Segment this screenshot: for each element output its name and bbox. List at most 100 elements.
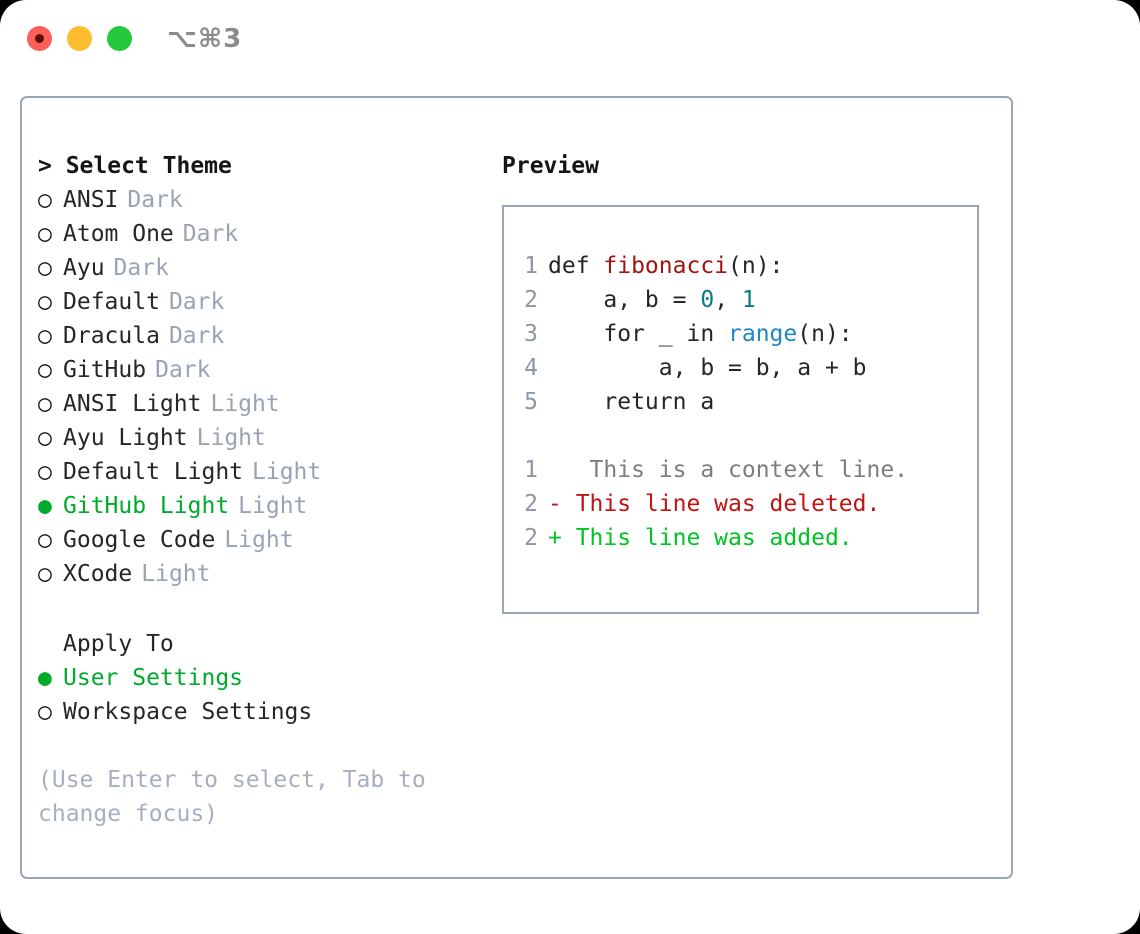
radio-unselected-icon: ○	[38, 391, 52, 417]
diff-line-text: + This line was added.	[548, 525, 853, 551]
apply-to-option-workspace-settings[interactable]: ○ Workspace Settings	[38, 695, 478, 729]
diff-block: 1 This is a context line. 2 - This line wa…	[518, 453, 971, 555]
theme-option-github-light[interactable]: ● GitHub Light Light	[38, 489, 478, 523]
theme-option-label: Atom One	[63, 221, 174, 247]
radio-unselected-icon: ○	[38, 187, 52, 213]
spacer	[38, 729, 478, 763]
traffic-lights	[27, 26, 132, 51]
line-number: 2	[524, 525, 538, 551]
line-number: 2	[524, 287, 538, 313]
radio-unselected-icon: ○	[38, 425, 52, 451]
theme-option-atom-one[interactable]: ○ Atom One Dark	[38, 217, 478, 251]
theme-variant-tag: Dark	[168, 289, 225, 315]
line-number: 5	[524, 389, 538, 415]
code-token: a, b = b, a + b	[548, 355, 867, 381]
spacer	[38, 591, 478, 627]
diff-line-added: 2 + This line was added.	[518, 521, 971, 555]
theme-option-xcode[interactable]: ○ XCode Light	[38, 557, 478, 591]
theme-option-label: Ayu Light	[63, 425, 188, 451]
code-token: a, b =	[548, 287, 701, 313]
apply-to-option-label: Workspace Settings	[63, 699, 313, 725]
theme-variant-tag: Light	[141, 561, 211, 587]
theme-variant-tag: Dark	[113, 255, 169, 281]
theme-option-label: GitHub Light	[63, 493, 230, 519]
theme-option-label: XCode	[63, 561, 133, 587]
keyboard-shortcut-label: ⌥⌘3	[167, 24, 243, 54]
theme-option-label: Google Code	[63, 527, 216, 553]
keyboard-hint-text: (Use Enter to select, Tab to change focu…	[38, 767, 426, 827]
code-token: fibonacci	[603, 253, 729, 279]
line-number: 3	[524, 321, 538, 347]
radio-unselected-icon: ○	[38, 527, 52, 553]
spacer	[518, 419, 971, 453]
theme-variant-tag: Dark	[155, 357, 211, 383]
maximize-window-button[interactable]	[107, 26, 132, 51]
radio-unselected-icon: ○	[38, 323, 52, 349]
close-window-button[interactable]	[27, 26, 52, 51]
line-number: 1	[524, 253, 538, 279]
code-token: 1	[741, 287, 756, 313]
theme-variant-tag: Dark	[127, 187, 183, 213]
theme-option-label: Default	[63, 289, 160, 315]
apply-to-option-list[interactable]: ●User Settings ○ Workspace Settings	[38, 661, 478, 729]
code-token: range	[728, 321, 798, 347]
theme-option-google-code[interactable]: ○ Google Code Light	[38, 523, 478, 557]
code-token: (n):	[797, 321, 853, 347]
theme-option-ayu-light[interactable]: ○ Ayu Light Light	[38, 421, 478, 455]
code-line: 4 a, b = b, a + b	[518, 351, 971, 385]
radio-unselected-icon: ○	[38, 289, 52, 315]
theme-option-default-light[interactable]: ○ Default Light Light	[38, 455, 478, 489]
code-line: 2 a, b = 0, 1	[518, 283, 971, 317]
theme-option-dracula[interactable]: ○ Dracula Dark	[38, 319, 478, 353]
theme-option-label: ANSI Light	[63, 391, 202, 417]
radio-unselected-icon: ○	[38, 561, 52, 587]
theme-variant-tag: Light	[196, 425, 266, 451]
code-token: ,	[714, 287, 742, 313]
diff-line-deleted: 2 - This line was deleted.	[518, 487, 971, 521]
theme-option-label: Dracula	[63, 323, 160, 349]
theme-variant-tag: Light	[252, 459, 322, 485]
code-token: 0	[700, 287, 715, 313]
radio-unselected-icon: ○	[38, 221, 52, 247]
line-number: 4	[524, 355, 538, 381]
minimize-window-button[interactable]	[67, 26, 92, 51]
radio-unselected-icon: ○	[38, 459, 52, 485]
diff-line-context: 1 This is a context line.	[518, 453, 971, 487]
radio-unselected-icon: ○	[38, 357, 52, 383]
select-theme-heading: > Select Theme	[38, 153, 232, 179]
theme-option-default[interactable]: ○ Default Dark	[38, 285, 478, 319]
theme-variant-tag: Light	[224, 527, 294, 553]
diff-line-text: This is a context line.	[548, 457, 909, 483]
theme-variant-tag: Dark	[168, 323, 225, 349]
code-line: 3 for _ in range(n):	[518, 317, 971, 351]
theme-option-label: GitHub	[63, 357, 147, 383]
radio-selected-icon: ●	[38, 493, 52, 519]
apply-to-heading: Apply To	[38, 627, 478, 661]
theme-option-label: Default Light	[63, 459, 244, 485]
code-token: (n):	[728, 253, 784, 279]
preview-heading: Preview	[502, 153, 599, 179]
code-token: return a	[548, 389, 715, 415]
theme-variant-tag: Light	[238, 493, 308, 519]
theme-variant-tag: Dark	[182, 221, 239, 247]
diff-line-text: - This line was deleted.	[548, 491, 881, 517]
theme-option-label: ANSI	[63, 187, 119, 213]
theme-option-github[interactable]: ○ GitHub Dark	[38, 353, 478, 387]
apply-to-option-user-settings[interactable]: ●User Settings	[38, 661, 478, 695]
line-number: 2	[524, 491, 538, 517]
apply-to-option-label: User Settings	[63, 665, 244, 691]
line-number: 1	[524, 457, 538, 483]
theme-option-label: Ayu	[63, 255, 105, 281]
radio-unselected-icon: ○	[38, 699, 52, 725]
theme-option-ansi[interactable]: ○ ANSI Dark	[38, 183, 478, 217]
